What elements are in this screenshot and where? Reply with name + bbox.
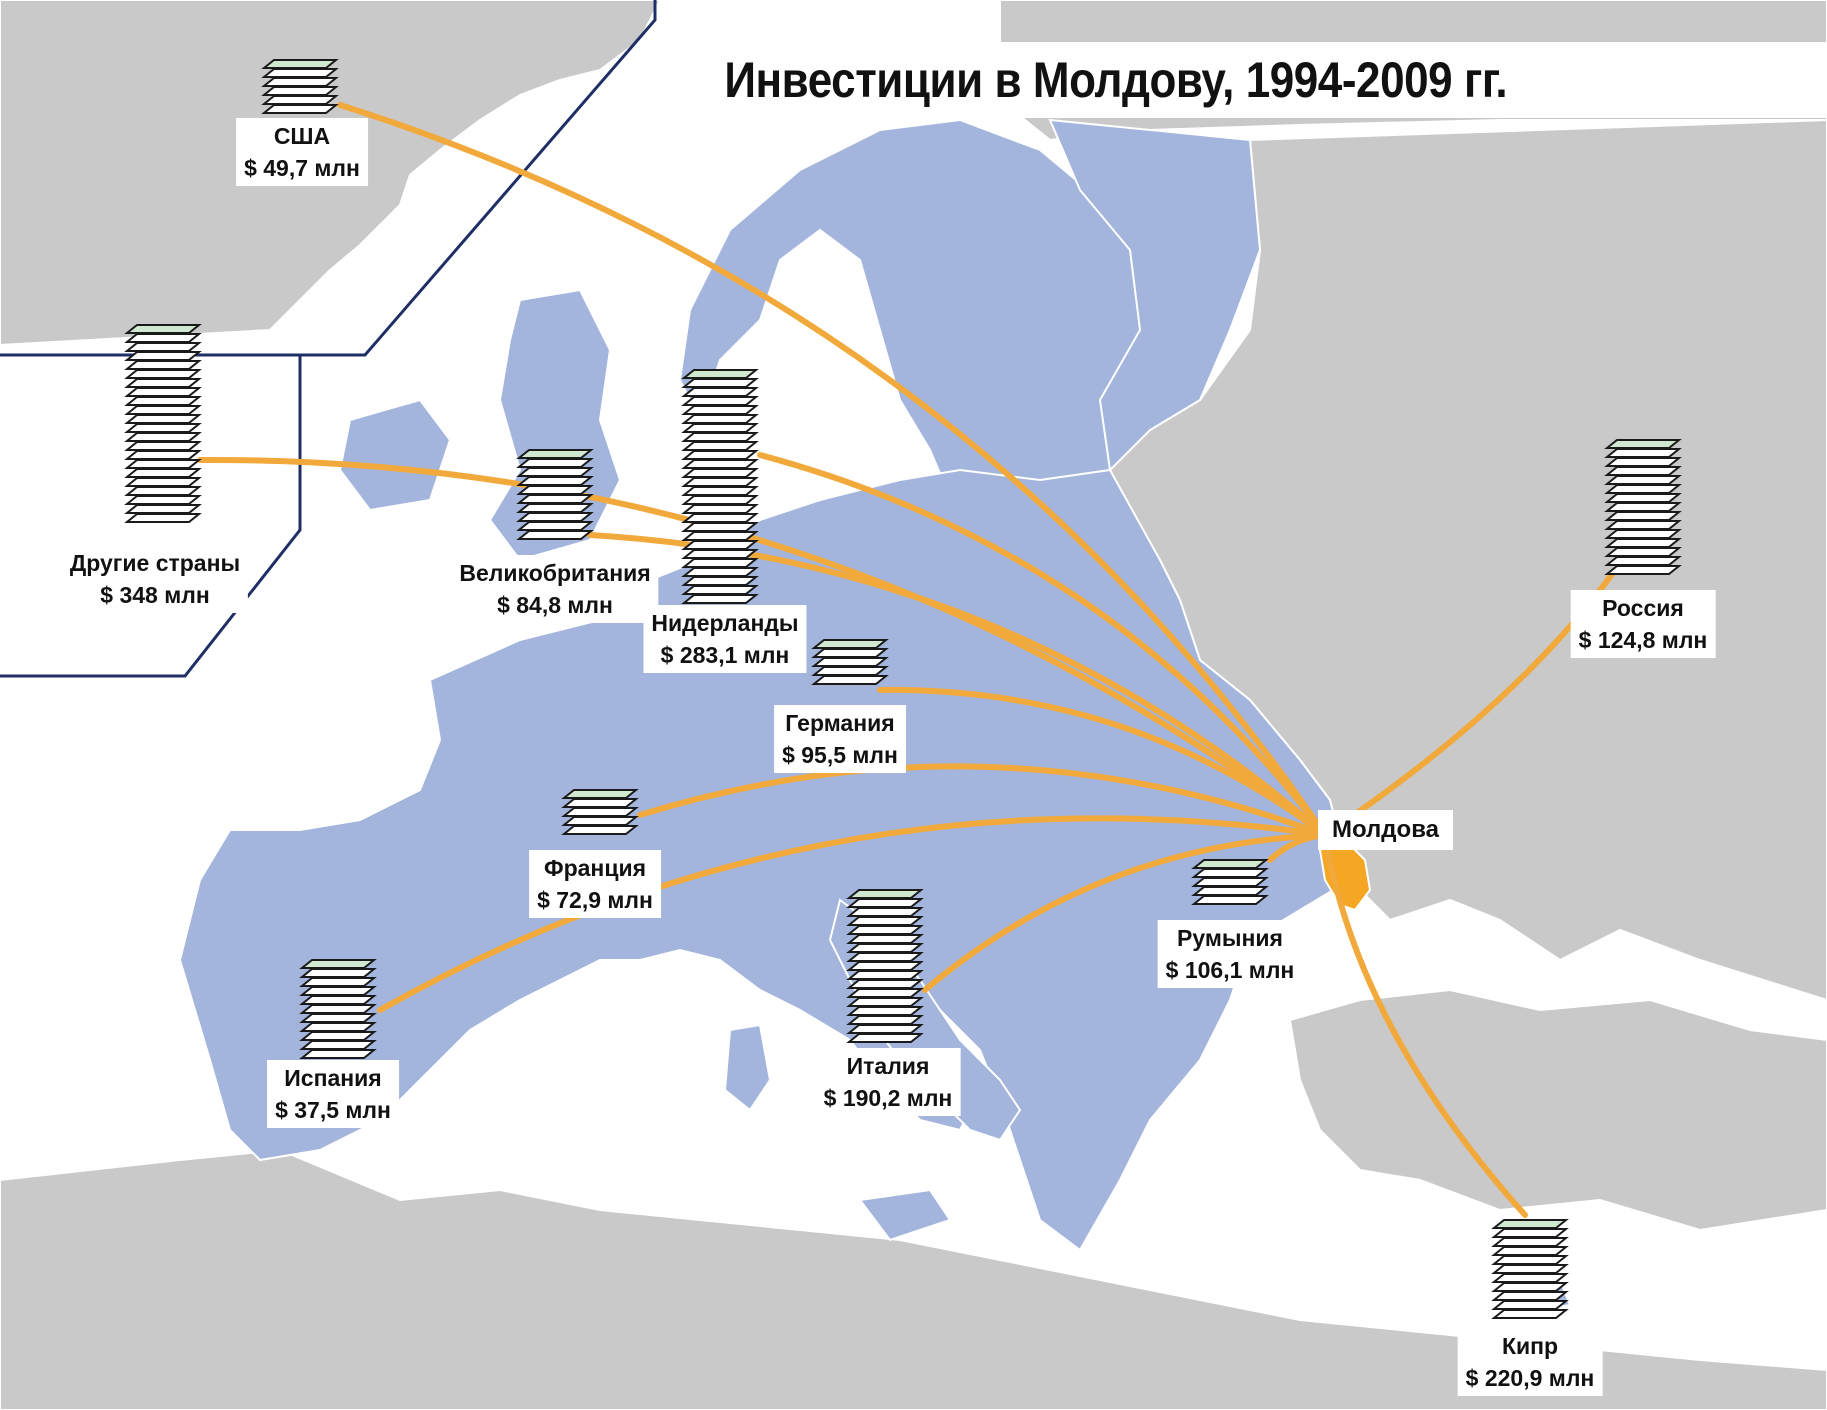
country-name: Нидерланды <box>651 610 799 636</box>
flow-line-it <box>922 832 1328 993</box>
money-stack-icon-other <box>124 324 202 523</box>
source-label-fr: Франция $ 72,9 млн <box>529 850 661 918</box>
flow-line-de <box>877 686 1328 838</box>
source-label-de: Германия $ 95,5 млн <box>774 705 906 773</box>
investment-amount: $ 72,9 млн <box>537 887 653 913</box>
title-banner: Инвестиции в Молдову, 1994-2009 гг. <box>705 42 1827 118</box>
money-stack-icon-usa <box>261 59 339 114</box>
page-title: Инвестиции в Молдову, 1994-2009 гг. <box>724 52 1508 108</box>
investment-amount: $ 348 млн <box>100 582 210 608</box>
money-stack-icon-es <box>299 959 377 1059</box>
flow-line-usa <box>337 102 1328 838</box>
investment-amount: $ 95,5 млн <box>782 742 898 768</box>
investment-amount: $ 37,5 млн <box>275 1097 391 1123</box>
money-stack-icon-ru <box>1604 439 1682 575</box>
country-name: Кипр <box>1501 1333 1559 1359</box>
flow-line-fr <box>637 763 1328 838</box>
flow-line-nl <box>757 452 1328 838</box>
country-name: Россия <box>1602 595 1684 621</box>
source-label-usa: США $ 49,7 млн <box>236 118 368 186</box>
money-stack-icon-uk <box>516 449 594 540</box>
money-stack-icon-it <box>846 889 924 1043</box>
flow-line-cy <box>1322 832 1528 1218</box>
money-stack-icon-de <box>811 639 889 685</box>
country-name: Испания <box>284 1065 382 1091</box>
investment-amount: $ 49,7 млн <box>244 155 360 181</box>
destination-label: Молдова <box>1318 810 1453 850</box>
flow-line-es <box>377 815 1328 1013</box>
investment-amount: $ 106,1 млн <box>1165 957 1295 983</box>
source-label-ru: Россия $ 124,8 млн <box>1570 590 1716 658</box>
source-label-nl: Нидерланды $ 283,1 млн <box>643 605 807 673</box>
source-label-ro: Румыния $ 106,1 млн <box>1157 920 1303 988</box>
investment-amount: $ 190,2 млн <box>823 1085 953 1111</box>
investment-amount: $ 220,9 млн <box>1465 1365 1595 1391</box>
country-name: Италия <box>846 1053 930 1079</box>
country-name: Другие страны <box>69 550 241 576</box>
source-label-it: Италия $ 190,2 млн <box>815 1048 961 1116</box>
investment-amount: $ 124,8 млн <box>1578 627 1708 653</box>
source-label-es: Испания $ 37,5 млн <box>267 1060 399 1128</box>
country-name: США <box>273 123 331 149</box>
source-label-uk: Великобритания $ 84,8 млн <box>451 555 659 623</box>
country-name: Франция <box>543 855 647 881</box>
money-stack-icon-cy <box>1491 1219 1569 1319</box>
country-name: Румыния <box>1177 925 1283 951</box>
country-name: Великобритания <box>459 560 651 586</box>
country-name: Германия <box>785 710 895 736</box>
source-label-cy: Кипр $ 220,9 млн <box>1457 1328 1603 1396</box>
investment-amount: $ 283,1 млн <box>660 642 790 668</box>
source-label-other: Другие страны $ 348 млн <box>61 545 249 613</box>
flow-line-other <box>197 456 1328 838</box>
money-stack-icon-nl <box>681 369 759 604</box>
money-stack-icon-fr <box>561 789 639 835</box>
money-stacks <box>124 59 1682 1319</box>
investment-amount: $ 84,8 млн <box>497 592 613 618</box>
money-stack-icon-ro <box>1191 859 1269 905</box>
